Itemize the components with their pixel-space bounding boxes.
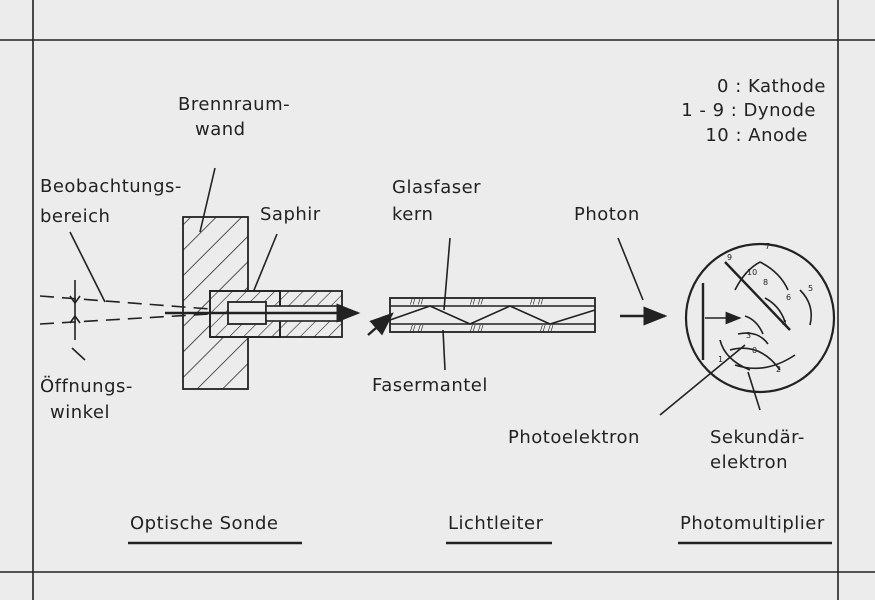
label-brennraumwand-2: wand [195,119,246,140]
svg-text:// //: // // [530,297,544,306]
leader-photon [617,237,644,301]
optical-fiber: // // // // // // // // // // // // [367,297,596,336]
svg-text:// //: // // [410,297,424,306]
svg-text:4: 4 [782,319,787,328]
svg-text:6: 6 [786,293,791,302]
svg-text:8: 8 [763,278,768,287]
leader-saphir [251,233,278,296]
leader-sekundaerelektron [747,371,761,411]
label-oeffnungswinkel-1: Öffnungs- [40,375,133,397]
label-fasermantel: Fasermantel [372,375,488,396]
leader-beobachtungsbereich [69,231,106,303]
svg-text:// //: // // [540,324,554,333]
svg-text:3: 3 [746,331,751,340]
label-beobachtungsbereich-2: bereich [40,206,110,227]
label-sekundaerelektron-1: Sekundär- [710,427,805,448]
label-brennraumwand-1: Brennraum- [178,94,290,115]
svg-text:5: 5 [808,284,813,293]
label-oeffnungswinkel-2: winkel [50,402,110,423]
leader-photoelektron [659,344,746,416]
label-sekundaerelektron-2: elektron [710,452,788,473]
svg-text:9: 9 [727,253,732,262]
leader-oeffnungswinkel [71,347,86,361]
legend-dynode: 1 - 9 : Dynode [681,100,816,121]
label-glasfaserkern-1: Glasfaser [392,177,481,198]
label-saphir: Saphir [260,204,321,225]
legend-kathode: 0 : Kathode [717,76,826,97]
svg-text:2: 2 [776,365,781,374]
section-lichtleiter: Lichtleiter [448,513,544,534]
label-beobachtungsbereich-1: Beobachtungs- [40,176,182,197]
dynode-numbers: 0 1 2 3 4 5 6 7 8 9 10 [718,242,813,374]
section-optische-sonde: Optische Sonde [130,513,278,534]
label-glasfaserkern-2: kern [392,204,433,225]
section-photomultiplier: Photomultiplier [680,513,825,534]
leader-glasfaserkern [443,237,451,311]
photomultiplier-tube [684,242,836,394]
svg-text:1: 1 [718,355,723,364]
svg-text:// //: // // [470,324,484,333]
legend-anode: 10 : Anode [705,125,808,146]
svg-text:// //: // // [470,297,484,306]
svg-text:7: 7 [765,242,770,251]
probe-housing [165,290,361,338]
leader-fasermantel [442,329,446,371]
label-photon: Photon [574,204,640,225]
label-photoelektron: Photoelektron [508,427,640,448]
svg-text:10: 10 [747,268,757,277]
svg-text:0: 0 [752,346,757,355]
svg-text:// //: // // [410,324,424,333]
observation-cone [39,280,211,340]
